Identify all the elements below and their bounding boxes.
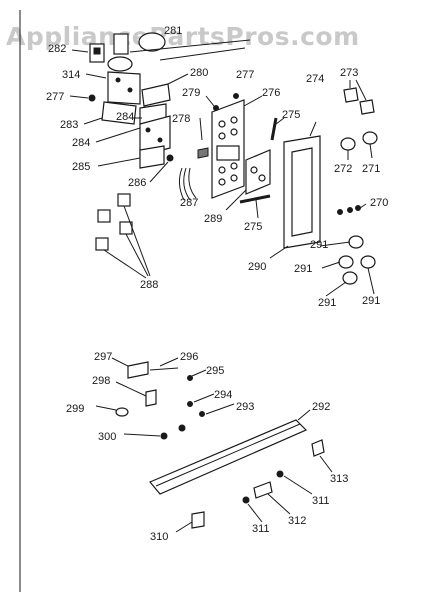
callout-291-a: 291 <box>310 239 328 251</box>
part-299-pin[interactable] <box>95 405 129 417</box>
callout-280: 280 <box>190 67 208 79</box>
callout-277-left: 277 <box>46 91 64 103</box>
part-273-knob[interactable] <box>343 87 375 115</box>
callout-labels: 282 281 314 277 280 277 283 284 279 276 … <box>46 25 388 543</box>
callout-297: 297 <box>94 351 112 363</box>
callout-311-lower: 311 <box>252 523 270 535</box>
callout-296: 296 <box>180 351 198 363</box>
callout-291-c: 291 <box>318 297 336 309</box>
part-279-screw[interactable] <box>213 105 219 111</box>
callout-272: 272 <box>334 163 352 175</box>
part-311-washer-lower[interactable] <box>242 496 250 504</box>
part-310-clip[interactable] <box>191 511 205 529</box>
callout-312: 312 <box>288 515 306 527</box>
callout-314: 314 <box>62 69 80 81</box>
part-290-dispenser-door-frame[interactable] <box>283 135 321 249</box>
part-278-rod[interactable] <box>199 117 203 141</box>
part-312-roller[interactable] <box>253 481 273 499</box>
callout-288: 288 <box>140 279 158 291</box>
callout-286: 286 <box>128 177 146 189</box>
part-275-lower-strip[interactable] <box>239 194 271 204</box>
callout-283: 283 <box>60 119 78 131</box>
part-294-washer[interactable] <box>187 401 193 407</box>
callout-277-right: 277 <box>236 69 254 81</box>
callout-298: 298 <box>92 375 110 387</box>
part-292-actuator-arm[interactable] <box>149 419 308 495</box>
callout-291-b: 291 <box>294 263 312 275</box>
callout-271: 271 <box>362 163 380 175</box>
part-286-wire-nut[interactable] <box>166 154 174 162</box>
part-313-clip[interactable] <box>311 439 325 457</box>
part-280-plate[interactable] <box>141 83 171 107</box>
part-275-upper-strip[interactable] <box>270 117 278 141</box>
part-288-push-buttons[interactable] <box>95 193 133 251</box>
callout-299: 299 <box>66 403 84 415</box>
part-278-clip[interactable] <box>197 147 209 159</box>
callout-285: 285 <box>72 161 90 173</box>
callout-275-upper: 275 <box>282 109 300 121</box>
callout-274: 274 <box>306 73 324 85</box>
callout-289: 289 <box>204 213 222 225</box>
part-296-spring[interactable] <box>149 367 179 371</box>
callout-313: 313 <box>330 473 348 485</box>
part-289-switch-plate[interactable] <box>245 149 271 195</box>
part-276-control-panel[interactable] <box>211 99 245 199</box>
part-295-screw[interactable] <box>187 375 193 381</box>
callout-287: 287 <box>180 197 198 209</box>
callout-278: 278 <box>172 113 190 125</box>
callout-293: 293 <box>236 401 254 413</box>
callout-290: 290 <box>248 261 266 273</box>
callout-284-lower: 284 <box>72 137 90 149</box>
part-297-hinge-block[interactable] <box>127 361 149 379</box>
part-311-washer-upper[interactable] <box>276 470 284 478</box>
part-287-wire-harness[interactable] <box>178 167 197 201</box>
part-277-screw-left[interactable] <box>88 94 96 102</box>
part-277-screw-right[interactable] <box>233 93 239 99</box>
callout-282: 282 <box>48 43 66 55</box>
callout-310: 310 <box>150 531 168 543</box>
callout-275-lower: 275 <box>244 221 262 233</box>
part-272-knob[interactable] <box>340 137 356 151</box>
callout-300: 300 <box>98 431 116 443</box>
callout-273: 273 <box>340 67 358 79</box>
callout-279: 279 <box>182 87 200 99</box>
part-298-cam[interactable] <box>145 389 157 407</box>
part-314-switch-housing[interactable] <box>107 71 141 105</box>
part-281-light-bulb-socket[interactable] <box>107 32 166 72</box>
watermark: AppliancePartsPros.com <box>6 22 360 51</box>
callout-311-upper: 311 <box>312 495 330 507</box>
callout-276: 276 <box>262 87 280 99</box>
part-270-screws[interactable] <box>337 205 361 215</box>
callout-281: 281 <box>164 25 182 37</box>
part-271-knob[interactable] <box>362 131 378 145</box>
part-282-bracket[interactable] <box>89 43 105 63</box>
callout-284-upper: 284 <box>116 111 134 123</box>
callout-291-d: 291 <box>362 295 380 307</box>
part-283-bracket-plate[interactable] <box>101 101 137 125</box>
part-285-bracket[interactable] <box>139 145 165 169</box>
callout-294: 294 <box>214 389 232 401</box>
callout-270: 270 <box>370 197 388 209</box>
callout-295: 295 <box>206 365 224 377</box>
leader-lines <box>69 49 375 533</box>
callout-292: 292 <box>312 401 330 413</box>
part-300-bushings[interactable] <box>160 424 186 440</box>
part-293-washer[interactable] <box>199 411 205 417</box>
